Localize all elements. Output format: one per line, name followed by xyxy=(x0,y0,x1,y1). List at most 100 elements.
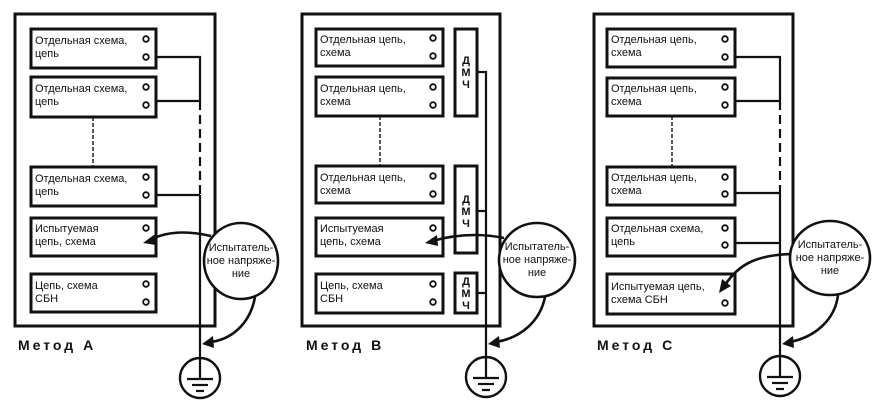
dmch-box: Д М Ч xyxy=(453,27,479,118)
svg-text:М: М xyxy=(461,67,470,79)
dmch-box: Д М Ч xyxy=(453,164,479,255)
svg-text:Ч: Ч xyxy=(462,300,470,312)
test-voltage-label-line3: ние xyxy=(232,268,250,280)
box-label-line1: Отдельная цепь, xyxy=(320,83,406,95)
method-title: Метод В xyxy=(306,337,384,353)
svg-text:Д: Д xyxy=(462,55,470,67)
test-voltage-label-line1: Испытатель- xyxy=(505,241,570,253)
bus-wire xyxy=(735,55,782,101)
test-voltage-label-line1: Испытатель- xyxy=(798,239,863,251)
arrowhead-icon xyxy=(202,336,214,348)
terminal xyxy=(429,34,437,42)
arrowhead-icon xyxy=(782,336,794,348)
svg-text:Ч: Ч xyxy=(462,79,470,91)
circuit-box: Отдельная схема, цепь xyxy=(29,27,158,70)
box-label-line2: схема xyxy=(611,47,643,59)
terminal xyxy=(721,224,729,232)
box-label-line1: Отдельная схема, xyxy=(35,83,128,95)
box-label-line2: цепь, схема xyxy=(320,236,382,248)
terminal xyxy=(721,173,729,181)
box-label-line1: Испытуемая xyxy=(35,223,99,235)
terminal xyxy=(429,172,437,180)
circuit-box: Отдельная цепь, схема xyxy=(314,75,445,118)
svg-text:Д: Д xyxy=(462,276,470,288)
arrow-to-test-circuit xyxy=(149,231,212,242)
box-label-line1: Отдельная цепь, xyxy=(320,34,406,46)
equipment-frame xyxy=(300,12,502,328)
protective-earth-icon xyxy=(758,354,802,398)
terminal xyxy=(429,298,437,306)
box-label-line1: Отдельная цепь, xyxy=(611,172,697,184)
arrow-to-test-circuit xyxy=(723,252,792,286)
test-voltage-label-line3: ние xyxy=(528,267,546,279)
arrow-to-ground xyxy=(789,294,840,344)
terminal xyxy=(142,53,150,61)
terminal xyxy=(721,83,729,91)
box-label-line1: Испытуемая цепь, xyxy=(611,281,705,293)
circuit-box: Отдельная цепь, схема xyxy=(605,76,737,118)
box-label-line2: цепь xyxy=(35,48,59,60)
arrowhead-icon xyxy=(488,336,500,348)
box-label-line2: цепь xyxy=(35,186,59,198)
test-voltage-label-line2: ное напряже- xyxy=(796,252,865,264)
terminal xyxy=(142,298,150,306)
arrowhead-icon xyxy=(719,279,731,293)
box-label-line1: Отдельная цепь, xyxy=(320,172,406,184)
dmch-box: Д М Ч xyxy=(453,271,479,315)
equipment-frame xyxy=(592,12,795,328)
svg-text:Ч: Ч xyxy=(462,218,470,230)
terminal xyxy=(429,280,437,288)
method-b: Отдельная цепь, схема Отдельная цепь, сх… xyxy=(300,12,577,399)
test-voltage-label-line3: ние xyxy=(821,265,839,277)
circuit-under-test-box: Испытуемая цепь, схема xyxy=(314,216,445,258)
box-label-line2: цепь xyxy=(35,96,59,108)
terminal xyxy=(142,224,150,232)
terminal xyxy=(142,280,150,288)
circuit-box: Отдельная цепь, схема xyxy=(605,165,737,207)
box-label-line1: Отдельная схема, xyxy=(611,223,704,235)
circuit-box: Отдельная схема, цепь xyxy=(29,165,158,208)
box-label-line1: Отдельная схема, xyxy=(35,173,128,185)
arrowhead-icon xyxy=(425,235,438,246)
method-c: Отдельная цепь, схема Отдельная цепь, сх… xyxy=(592,12,872,398)
box-label-line2: схема xyxy=(320,96,352,108)
terminal xyxy=(429,190,437,198)
selv-circuit-box: Цепь, схема СБН xyxy=(314,272,445,315)
box-label-line2: цепь, схема xyxy=(35,236,97,248)
arrow-to-ground xyxy=(209,296,257,344)
selv-circuit-box: Цепь, схема СБН xyxy=(29,272,158,314)
circuit-box: Отдельная схема, цепь xyxy=(29,75,158,119)
terminal xyxy=(142,35,150,43)
equipment-frame xyxy=(13,12,217,328)
terminal xyxy=(142,101,150,109)
protective-earth-icon xyxy=(178,356,222,400)
box-label-line1: Цепь, схема xyxy=(35,280,99,292)
test-voltage-label-line2: ное напряже- xyxy=(207,255,276,267)
method-title: Метод С xyxy=(597,337,675,353)
test-voltage-source: Испытатель- ное напряже- ние xyxy=(202,221,280,301)
svg-text:М: М xyxy=(461,206,470,218)
box-label-line2: СБН xyxy=(35,293,58,305)
terminal xyxy=(721,190,729,198)
terminal xyxy=(721,241,729,249)
terminal xyxy=(721,35,729,43)
box-label-line1: Отдельная цепь, xyxy=(611,83,697,95)
svg-text:Д: Д xyxy=(462,194,470,206)
terminal xyxy=(429,101,437,109)
method-title: Метод А xyxy=(18,337,96,353)
circuit-under-test-box: Испытуемая цепь, схема СБН xyxy=(605,272,737,316)
circuit-box: Отдельная цепь, схема xyxy=(605,27,737,69)
box-label-line2: схема xyxy=(611,185,643,197)
box-label-line2: СБН xyxy=(320,293,343,305)
circuit-under-test-box: Испытуемая цепь, схема xyxy=(29,216,158,258)
terminal xyxy=(721,299,729,307)
box-label-line1: Отдельная схема, xyxy=(35,35,128,47)
method-a: Отдельная схема, цепь Отдельная схема, ц… xyxy=(13,12,280,400)
box-label-line2: схема xyxy=(320,47,352,59)
box-label-line1: Отдельная цепь, xyxy=(611,34,697,46)
terminal xyxy=(142,83,150,91)
svg-text:М: М xyxy=(461,288,470,300)
circuit-box: Отдельная схема, цепь xyxy=(605,216,737,258)
bus-wire xyxy=(156,55,202,101)
test-voltage-source: Испытатель- ное напряже- ние xyxy=(788,219,872,297)
